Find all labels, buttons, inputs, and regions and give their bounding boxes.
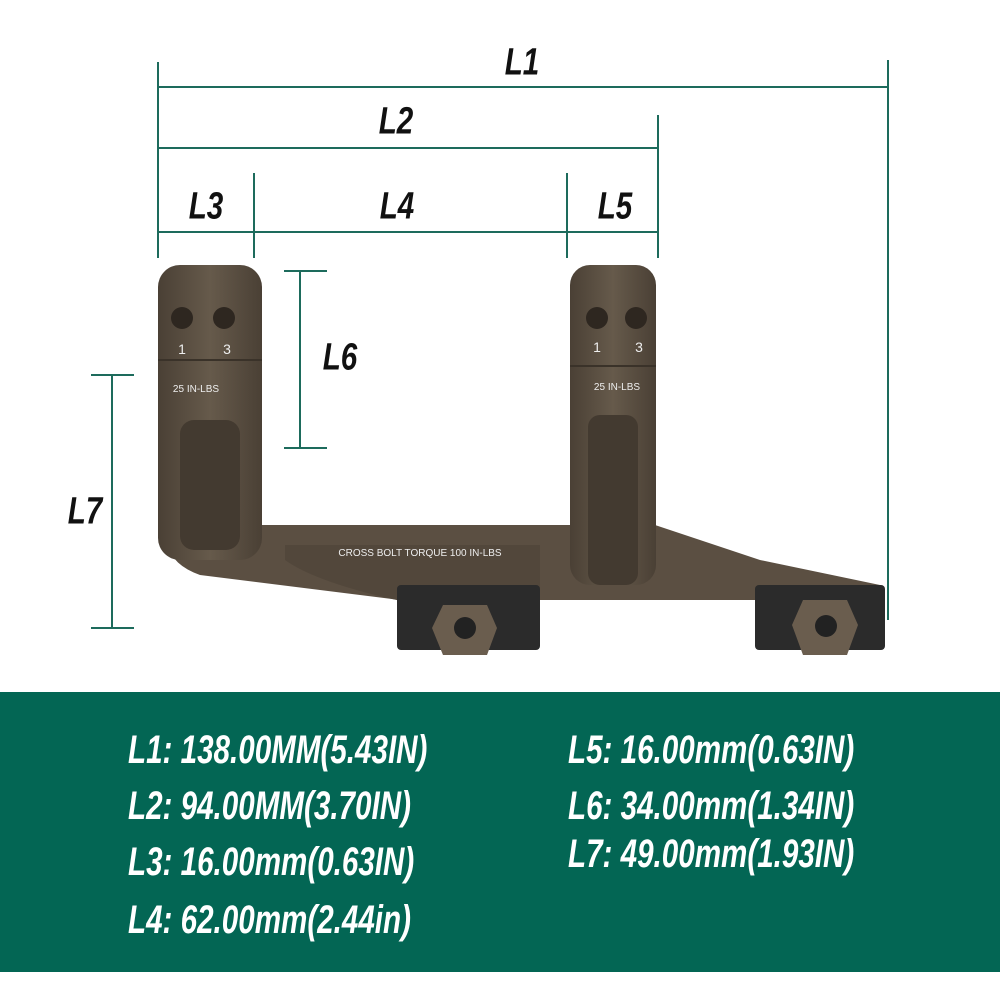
l6-cap-top	[284, 270, 327, 272]
scope-mount-image: 1 3 25 IN-LBS 1 3 25 IN-LBS CROSS BOLT T…	[158, 265, 885, 655]
l7-cap-top	[91, 374, 134, 376]
l7-label: L7	[67, 490, 103, 533]
l7-cap-bottom	[91, 627, 134, 629]
right-ring-number-1: 1	[593, 339, 601, 355]
l6-cap-bottom	[284, 447, 327, 449]
spec-l7: L7: 49.00mm(1.93IN)	[568, 832, 855, 876]
spec-l3: L3: 16.00mm(0.63IN)	[128, 840, 415, 884]
l2-line	[158, 147, 659, 149]
spec-l1: L1: 138.00MM(5.43IN)	[128, 728, 428, 772]
l5-tick	[566, 173, 568, 258]
l4-label: L4	[379, 185, 415, 228]
spec-l5: L5: 16.00mm(0.63IN)	[568, 728, 855, 772]
right-ring-torque: 25 IN-LBS	[594, 382, 640, 393]
l3-label: L3	[188, 185, 224, 228]
l1-tick-left	[157, 62, 159, 258]
l6-line	[299, 270, 301, 449]
spec-l6: L6: 34.00mm(1.34IN)	[568, 784, 855, 828]
l5-label: L5	[597, 185, 633, 228]
left-ring-number-3: 3	[223, 341, 231, 357]
right-ring-number-3: 3	[635, 339, 643, 355]
l2-tick-right	[657, 115, 659, 258]
left-ring-torque: 25 IN-LBS	[173, 384, 219, 395]
cross-bolt-engraving: CROSS BOLT TORQUE 100 IN-LBS	[338, 548, 502, 559]
l1-label: L1	[504, 41, 540, 84]
spec-band	[0, 692, 1000, 972]
l3-tick	[253, 173, 255, 258]
l2-label: L2	[378, 100, 414, 143]
spec-l2: L2: 94.00MM(3.70IN)	[128, 784, 411, 828]
spec-l4: L4: 62.00mm(2.44in)	[128, 898, 411, 942]
l1-tick-right	[887, 60, 889, 620]
l7-line	[111, 374, 113, 629]
l345-line	[158, 231, 659, 233]
left-ring-number-1: 1	[178, 341, 186, 357]
l1-line	[158, 86, 889, 88]
l6-label: L6	[322, 336, 358, 379]
